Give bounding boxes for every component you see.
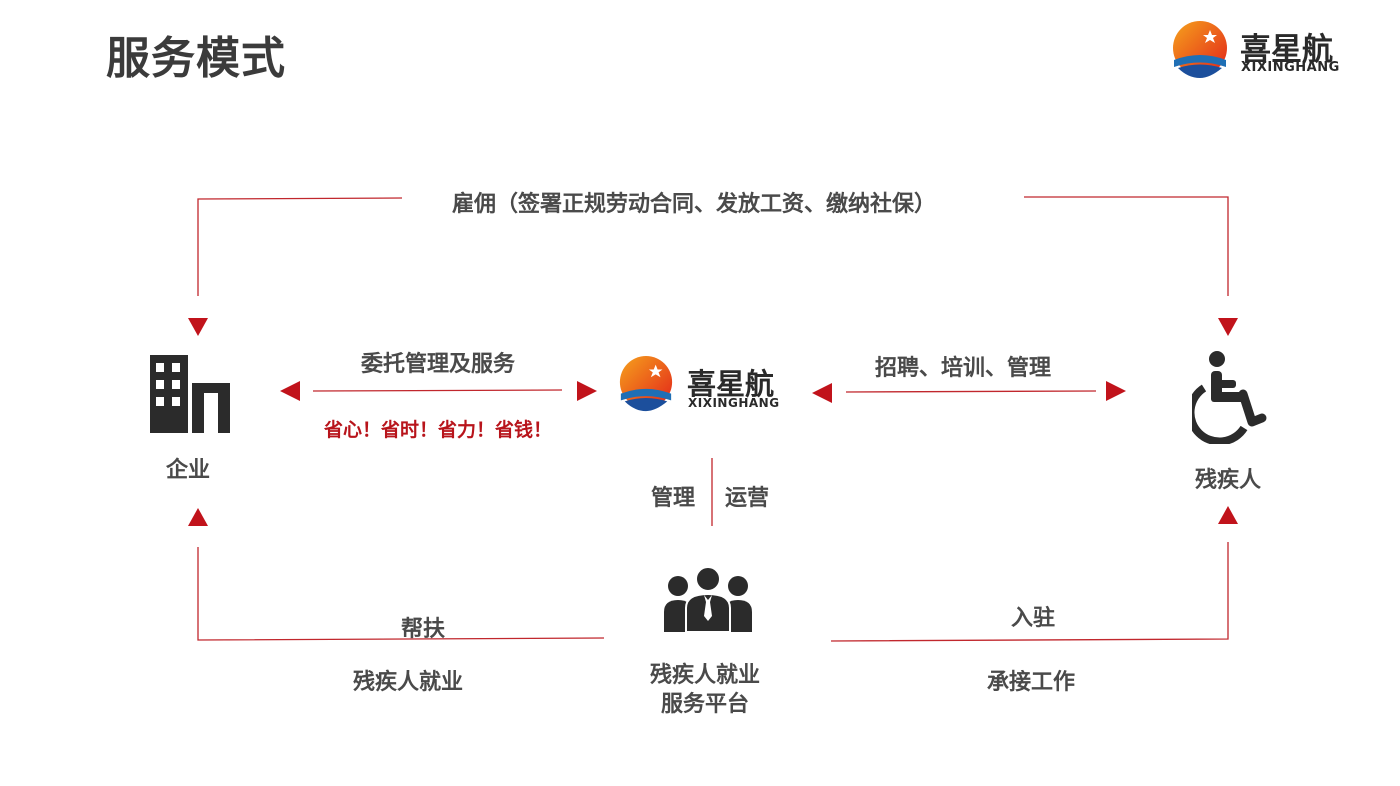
settle-sub-label: 承接工作 <box>987 670 1076 695</box>
manage-label: 管理 <box>651 486 696 511</box>
top-right-connector <box>1024 196 1229 296</box>
header-logo: 喜星航 XIXINGHANG <box>1170 20 1345 80</box>
employ-label: 雇佣（签署正规劳动合同、发放工资、缴纳社保） <box>452 192 937 217</box>
page-title: 服务模式 <box>106 33 286 84</box>
left-middle-connector <box>312 389 563 392</box>
bottom-left-connector <box>197 547 605 641</box>
arrow-up-left <box>188 508 208 526</box>
arrow-left-2 <box>812 383 832 403</box>
logo-emblem-icon <box>619 355 673 412</box>
wheelchair-icon <box>1192 351 1267 444</box>
arrow-up-right <box>1218 506 1238 524</box>
arrow-right-2 <box>1106 381 1126 401</box>
people-group-icon <box>664 566 752 633</box>
arrow-down-left <box>188 318 208 336</box>
benefit-slogan: 省心！省时！省力！省钱！ <box>324 419 553 441</box>
recruit-label: 招聘、培训、管理 <box>875 356 1052 381</box>
right-middle-connector <box>845 390 1097 393</box>
platform-label-line2: 服务平台 <box>661 692 750 717</box>
top-left-connector <box>197 197 403 296</box>
settle-label: 入驻 <box>1011 606 1056 631</box>
help-label: 帮扶 <box>401 617 446 642</box>
bottom-right-connector <box>830 542 1229 642</box>
disabled-person-label: 残疾人 <box>1195 468 1262 493</box>
enterprise-label: 企业 <box>166 458 211 483</box>
logo-text-cn: 喜星航 <box>687 367 775 401</box>
entrust-label: 委托管理及服务 <box>361 352 516 377</box>
center-logo: 喜星航 XIXINGHANG <box>617 355 792 415</box>
platform-label-line1: 残疾人就业 <box>650 663 761 688</box>
arrow-down-right <box>1218 318 1238 336</box>
arrow-right-1 <box>577 381 597 401</box>
building-icon <box>150 355 230 433</box>
help-sub-label: 残疾人就业 <box>353 670 464 695</box>
logo-text-en: XIXINGHANG <box>688 396 780 410</box>
arrow-left-1 <box>280 381 300 401</box>
logo-text-en: XIXINGHANG <box>1241 60 1340 75</box>
logo-emblem-icon <box>1173 21 1227 78</box>
operate-label: 运营 <box>725 486 770 511</box>
logo-text-cn: 喜星航 <box>1240 32 1333 68</box>
